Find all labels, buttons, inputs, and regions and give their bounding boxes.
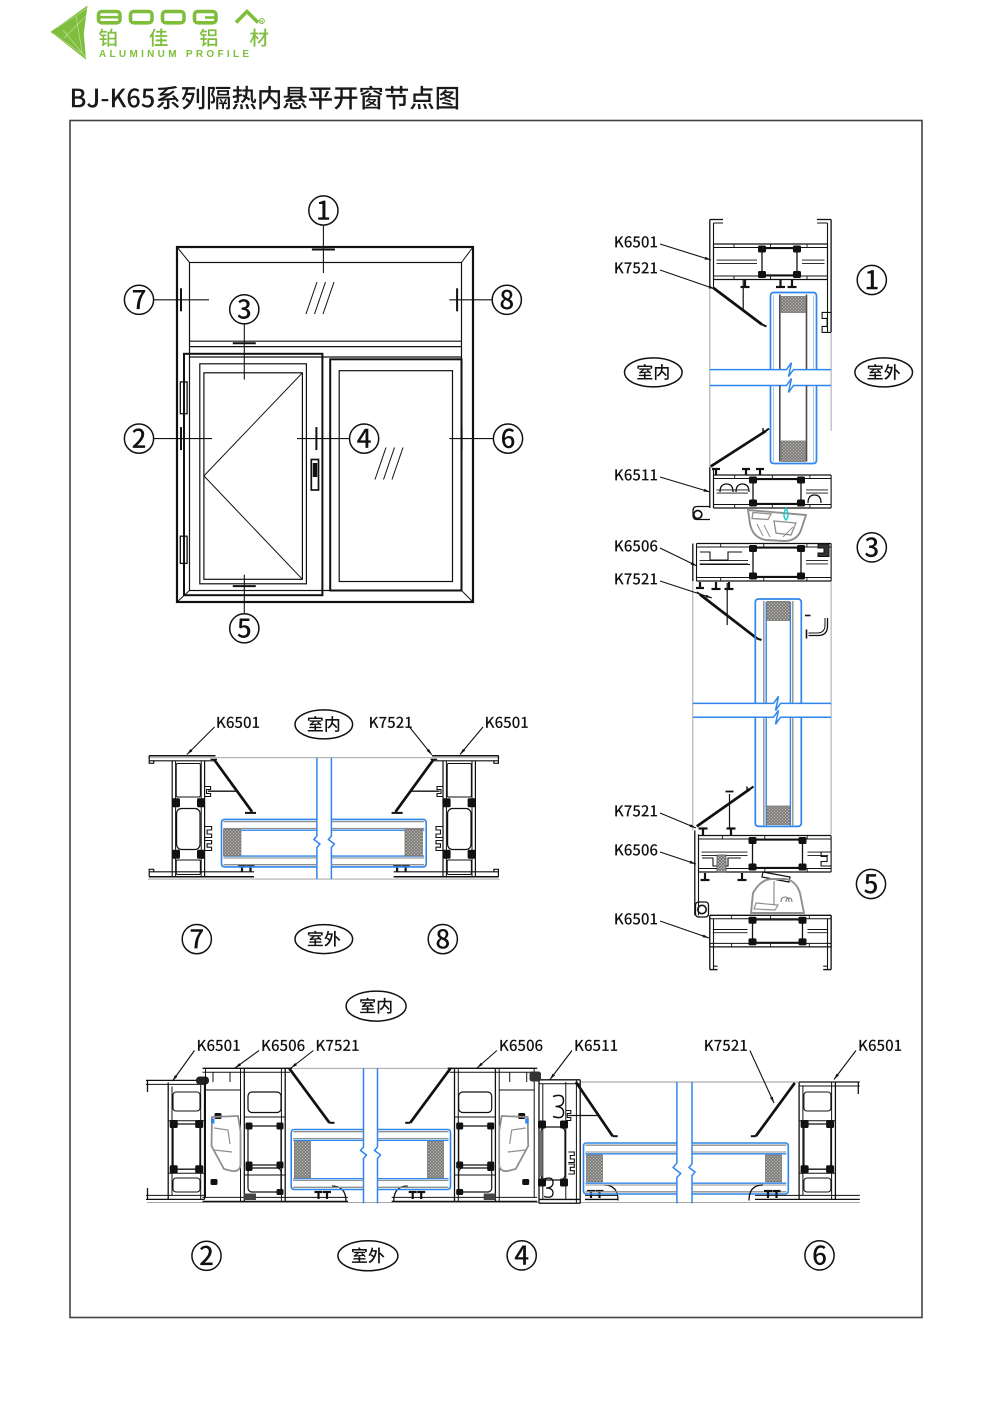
svg-text:R: R [260,19,263,24]
svg-text:ALUMINUM PROFILE: ALUMINUM PROFILE [99,49,252,60]
